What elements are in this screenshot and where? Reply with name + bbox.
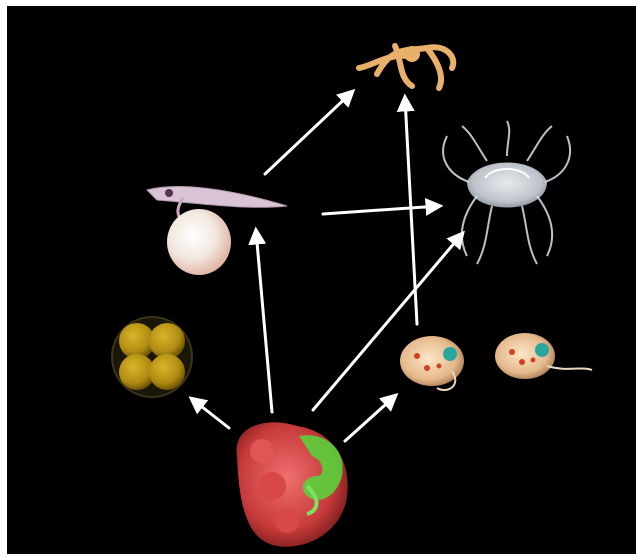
arrow-larva-to-medusa bbox=[323, 206, 439, 214]
fish-larva-image bbox=[147, 187, 287, 275]
arrows bbox=[192, 92, 462, 441]
vertebrate-embryo-image bbox=[237, 422, 348, 547]
arrow-embryo-to-four-cell bbox=[192, 399, 229, 428]
arrow-embryo-to-crustacean bbox=[345, 396, 395, 441]
crustacean-larva-b-image bbox=[495, 333, 592, 379]
four-cell-embryo-image bbox=[112, 317, 192, 397]
medusa-image bbox=[443, 121, 570, 264]
crustacean-larva-a-image bbox=[400, 336, 464, 390]
diagram-canvas bbox=[7, 6, 636, 554]
diagram-svg bbox=[7, 6, 636, 554]
arrow-embryo-to-larva bbox=[256, 231, 272, 412]
brittle-star-image bbox=[359, 46, 453, 88]
arrow-larva-to-brittle-star bbox=[265, 92, 352, 174]
